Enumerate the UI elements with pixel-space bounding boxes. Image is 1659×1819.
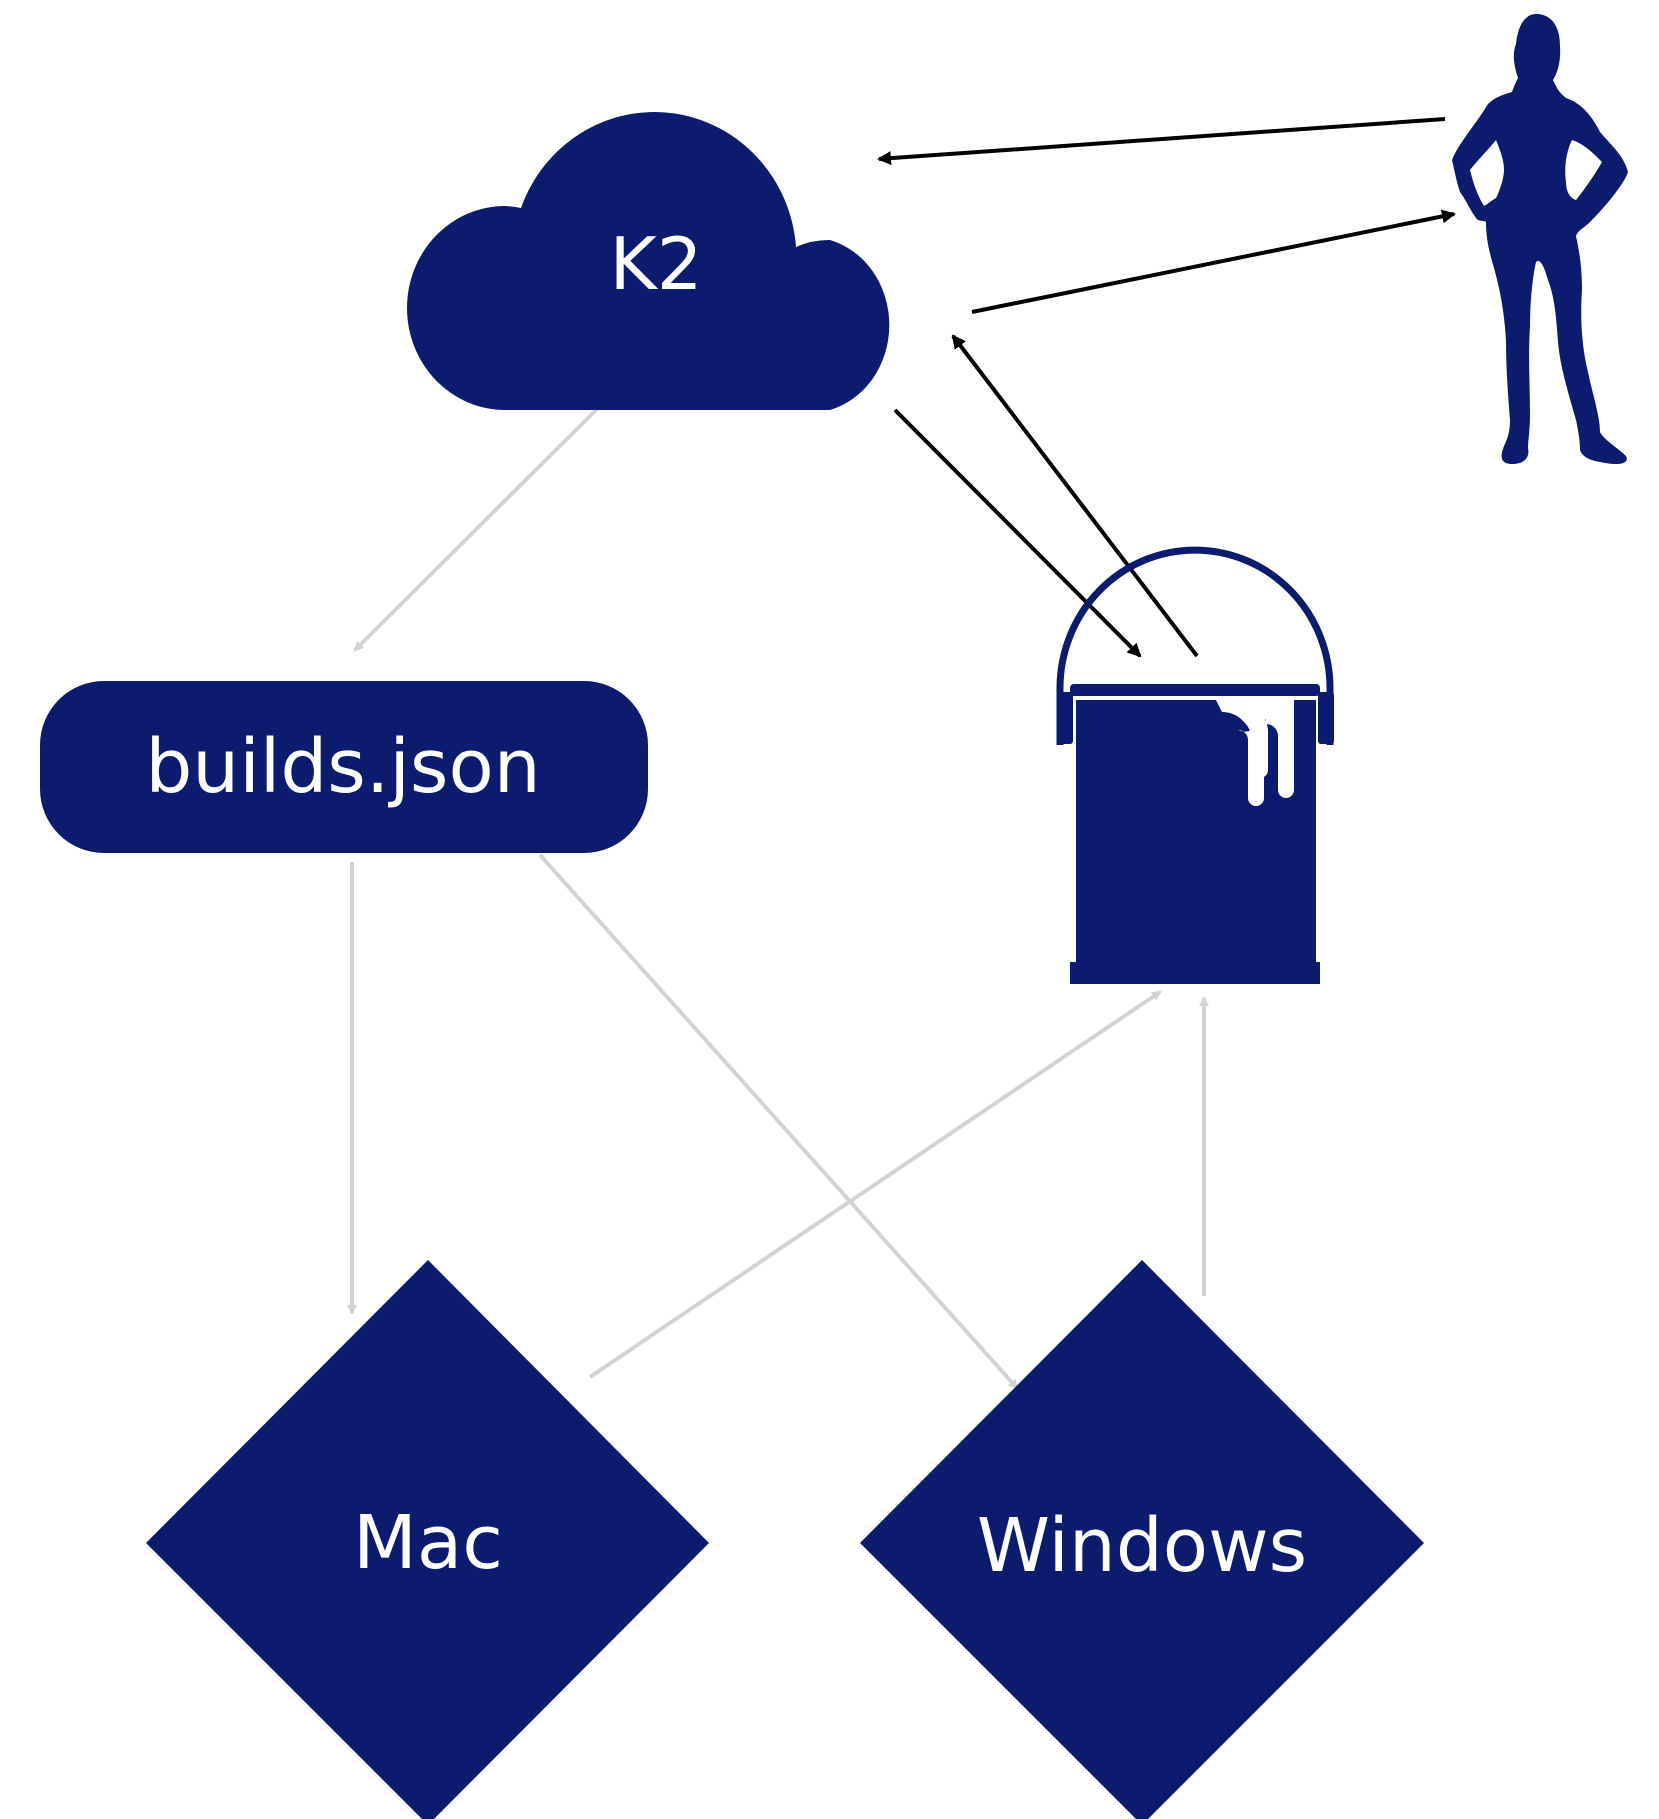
mac-node: Mac: [146, 1260, 709, 1819]
user-person-icon: [1452, 14, 1628, 464]
paint-bucket-icon: [1056, 546, 1334, 984]
k2-label: K2: [609, 222, 702, 306]
bucket-handle: [1056, 546, 1334, 745]
paint-drip-long: [1266, 700, 1294, 798]
bucket-rim: [1070, 684, 1320, 696]
builds-json-box: [40, 681, 648, 853]
k2-cloud-node: K2: [407, 112, 890, 411]
bucket-tab-right: [1318, 692, 1334, 744]
edge-builds-to-windows: [538, 853, 1019, 1390]
cloud-icon: [407, 112, 890, 411]
edge-k2-to-builds: [353, 405, 601, 652]
windows-label: Windows: [977, 1503, 1307, 1589]
edge-mac-to-bucket: [588, 990, 1162, 1379]
builds-json-label: builds.json: [145, 724, 540, 810]
bucket-tab-left: [1057, 692, 1073, 744]
paint-drip-shape: [1214, 696, 1268, 778]
edge-k2-to-user: [971, 209, 1456, 314]
windows-node: Windows: [860, 1260, 1424, 1819]
edge-bucket-to-k2: [951, 334, 1199, 658]
windows-diamond: [860, 1260, 1424, 1819]
person-silhouette-icon: [1452, 14, 1628, 464]
builds-json-node: builds.json: [40, 681, 648, 853]
edges: [347, 117, 1456, 1390]
edge-k2-to-bucket: [893, 408, 1142, 658]
mac-label: Mac: [353, 1500, 503, 1586]
mac-diamond: [146, 1260, 709, 1819]
edge-user-to-k2: [877, 117, 1446, 166]
